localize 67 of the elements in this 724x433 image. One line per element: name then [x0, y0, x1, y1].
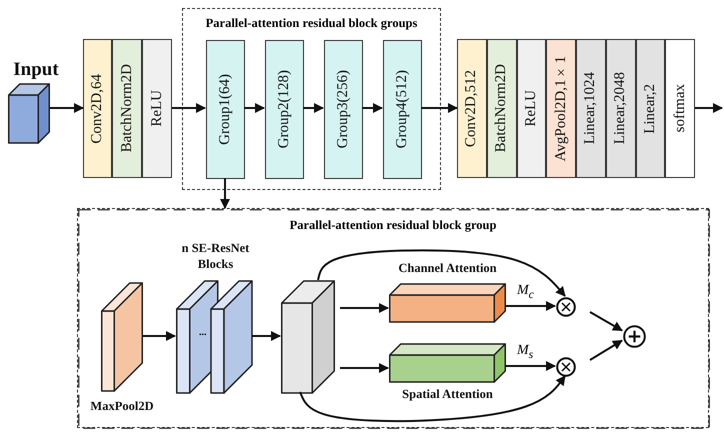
node-label: Input — [12, 58, 60, 82]
layer-name: softmax — [672, 84, 689, 133]
arrow — [362, 103, 383, 113]
ellipsis-mark: ... — [199, 328, 206, 338]
operator-node — [623, 325, 646, 348]
arrow — [421, 103, 458, 113]
arrow — [505, 301, 556, 311]
layer-block — [546, 39, 576, 178]
layer-name: BatchNorm2D — [493, 64, 510, 153]
layer-name: Conv2D,64 — [89, 74, 106, 144]
operator-node — [556, 297, 576, 317]
arrow — [340, 363, 389, 373]
layer-block — [324, 40, 363, 179]
layer-name: Group4(512) — [394, 70, 411, 149]
group-title: Parallel-attention residual block group — [288, 218, 498, 233]
node-label: Channel Attention — [397, 261, 498, 277]
layer-block — [206, 40, 245, 179]
layer-name: ReLU — [522, 90, 540, 127]
group-frame — [77, 208, 709, 428]
feature-map-drawing — [389, 344, 506, 382]
feature-map-drawing — [8, 84, 50, 143]
layer-block — [142, 39, 172, 178]
layer-block — [606, 39, 636, 178]
arrow — [505, 361, 556, 371]
node-label: MaxPool2D — [89, 399, 155, 415]
arrow — [299, 375, 566, 422]
feature-map-drawing — [281, 281, 335, 393]
layer-block — [516, 39, 546, 178]
group-frame — [182, 8, 441, 190]
layer-block — [636, 39, 666, 178]
feature-map-drawing — [389, 284, 506, 322]
layer-block — [576, 39, 606, 178]
feature-map-drawing — [176, 281, 253, 393]
layer-block — [457, 39, 487, 178]
layer-block — [83, 39, 112, 178]
feature-map-drawing — [101, 283, 143, 391]
layer-block — [383, 40, 422, 179]
layer-name: Linear,2048 — [612, 72, 630, 145]
layer-name: Linear,1024 — [582, 72, 600, 145]
group-title: Parallel-attention residual block groups — [204, 16, 418, 31]
arrow — [142, 331, 176, 341]
arrow — [340, 303, 389, 313]
node-label: n SE-ResNet Blocks — [180, 241, 250, 272]
arrow — [252, 331, 281, 341]
operator-node — [556, 357, 576, 377]
layer-name: Conv2D,512 — [463, 70, 480, 148]
arrow — [220, 178, 230, 209]
arrow — [172, 103, 206, 113]
arrow — [695, 103, 723, 113]
layer-block — [486, 39, 516, 178]
layer-name: ReLU — [148, 90, 166, 127]
arrow — [50, 103, 84, 113]
arrow — [303, 103, 324, 113]
layer-name: Group1(64) — [217, 74, 234, 145]
node-label: Spatial Attention — [401, 387, 494, 403]
layer-name: AvgPool2D,1×1 — [552, 56, 570, 162]
layer-name: Group3(256) — [335, 70, 352, 149]
arrow — [589, 340, 623, 361]
layer-block — [265, 40, 304, 179]
arrow — [590, 311, 623, 332]
layer-block — [112, 39, 142, 178]
layer-name: Group2(128) — [276, 70, 293, 149]
layer-name: BatchNorm2D — [118, 64, 136, 153]
arrow — [244, 103, 265, 113]
layer-name: Linear,2 — [642, 84, 659, 134]
arrow — [317, 249, 566, 297]
layer-block — [665, 39, 695, 178]
